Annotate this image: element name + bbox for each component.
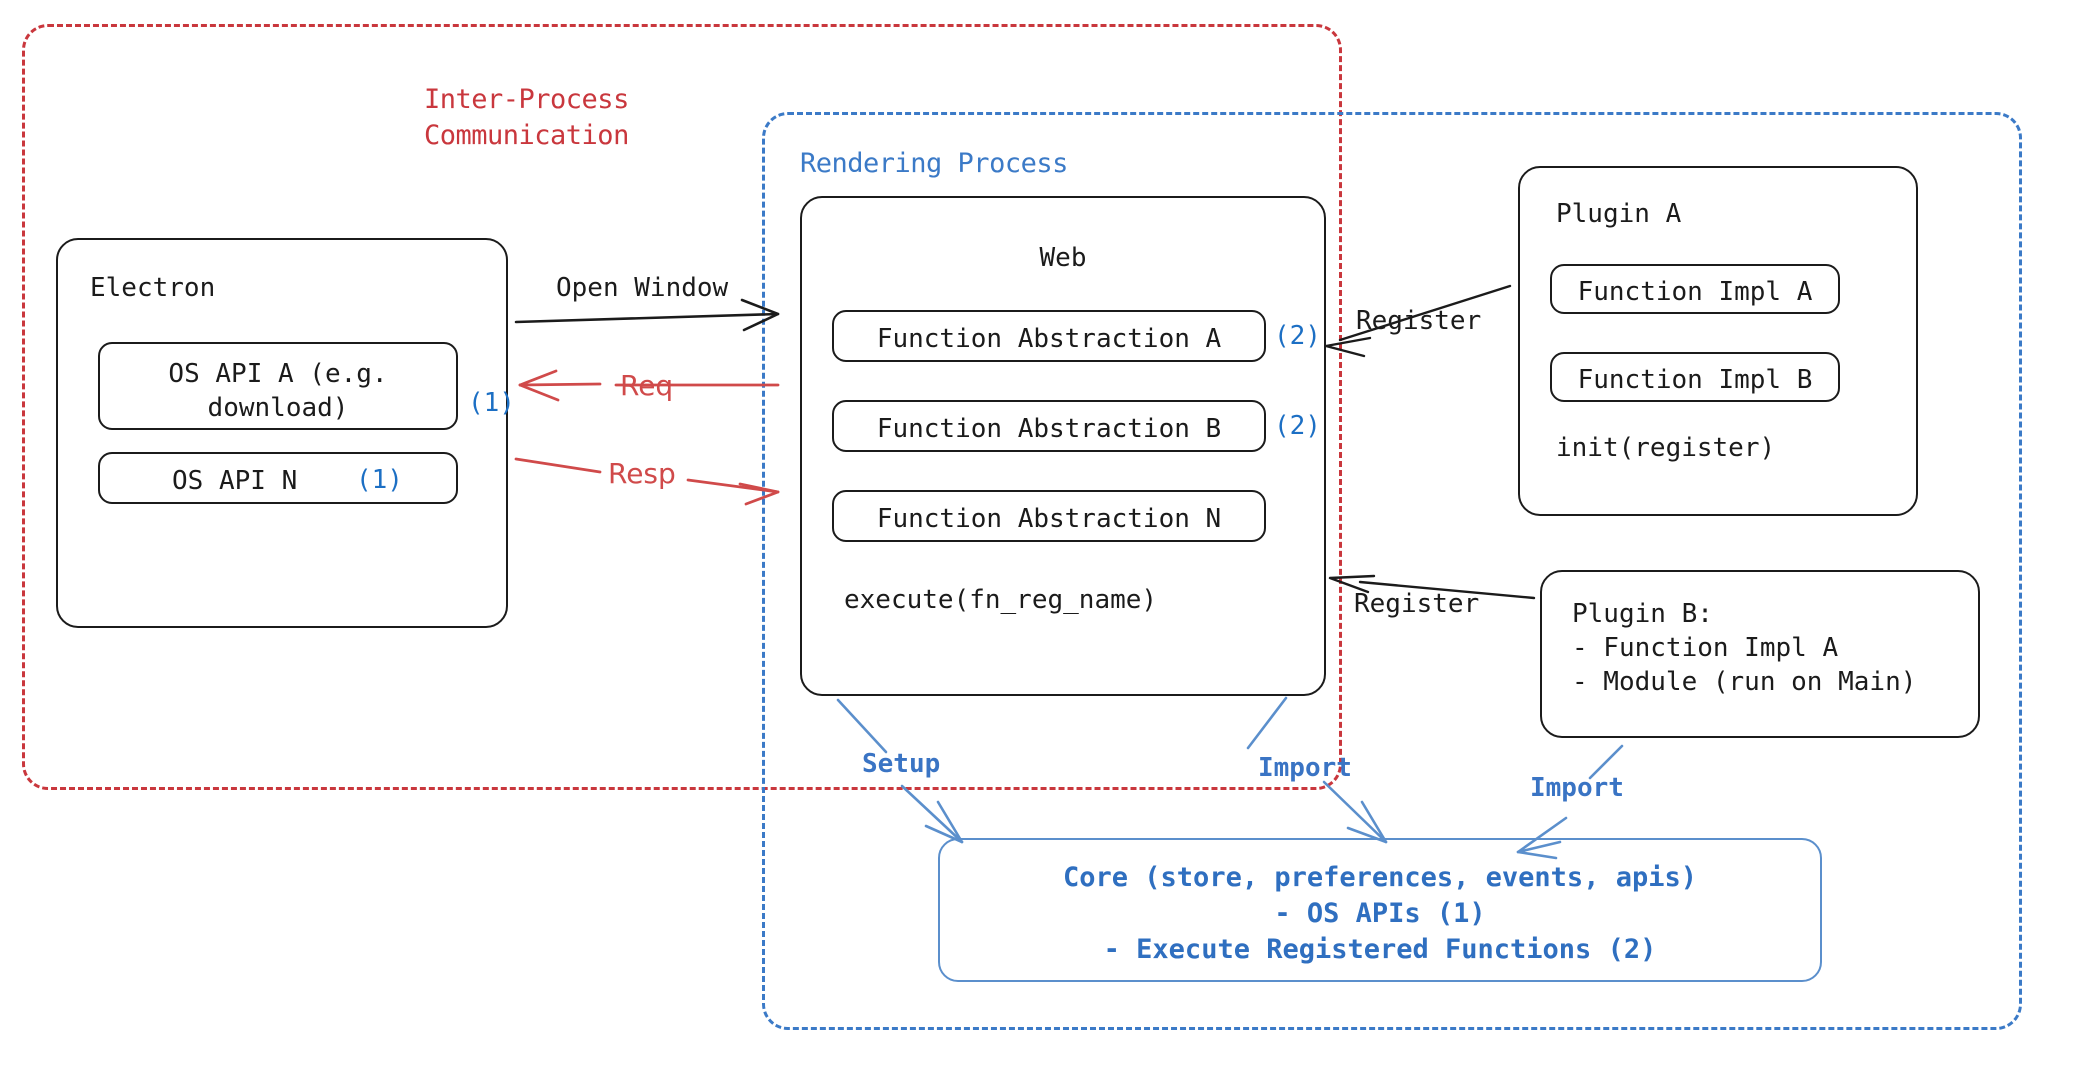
function-abstraction-b-box[interactable]: Function Abstraction B (832, 400, 1266, 452)
plugin-a-function-impl-b-box[interactable]: Function Impl B (1550, 352, 1840, 402)
region-ipc-label: Inter-Process Communication (424, 84, 629, 152)
region-rendering-process (762, 112, 2022, 1030)
edge-label-register-plugin-b: Register (1354, 589, 1480, 619)
function-abstraction-a-label: Function Abstraction A (876, 324, 1222, 354)
function-abstraction-n-label: Function Abstraction N (876, 504, 1222, 534)
edge-label-import-web: Import (1258, 753, 1352, 783)
edge-label-register-plugin-a: Register (1356, 306, 1482, 336)
os-api-n-marker: (1) (356, 465, 403, 495)
plugin-a-init-label: init(register) (1556, 433, 1776, 463)
plugin-a-box[interactable]: Plugin A Function Impl A Function Impl B… (1518, 166, 1918, 516)
plugin-a-title: Plugin A (1556, 199, 1682, 229)
plugin-a-function-impl-a-box[interactable]: Function Impl A (1550, 264, 1840, 314)
core-line-2: - OS APIs (1) (1274, 898, 1486, 929)
os-api-a-box[interactable]: OS API A (e.g. download) (98, 342, 458, 430)
edge-label-req: Req (620, 369, 674, 402)
edge-label-import-plugin-b: Import (1530, 773, 1624, 803)
plugin-a-function-impl-b-label: Function Impl B (1577, 365, 1813, 395)
plugin-a-function-impl-a-label: Function Impl A (1577, 277, 1813, 307)
web-box[interactable]: Web Function Abstraction A (2) Function … (800, 196, 1326, 696)
region-rendering-process-label: Rendering Process (800, 148, 1068, 179)
core-line-3: - Execute Registered Functions (2) (1103, 934, 1657, 965)
function-abstraction-b-label: Function Abstraction B (876, 414, 1222, 444)
function-abstraction-n-box[interactable]: Function Abstraction N (832, 490, 1266, 542)
function-abstraction-a-box[interactable]: Function Abstraction A (832, 310, 1266, 362)
os-api-n-box[interactable]: OS API N (1) (98, 452, 458, 504)
os-api-a-marker: (1) (468, 388, 515, 418)
core-line-1: Core (store, preferences, events, apis) (1063, 862, 1697, 893)
os-api-n-label: OS API N (172, 466, 298, 496)
plugin-b-lines: Plugin B: - Function Impl A - Module (ru… (1572, 599, 1917, 697)
electron-title: Electron (90, 273, 216, 303)
edge-label-open-window: Open Window (556, 273, 729, 303)
region-inter-process-communication (22, 24, 1342, 790)
web-title: Web (1039, 243, 1087, 273)
function-abstraction-a-marker: (2) (1274, 321, 1321, 351)
edge-label-resp: Resp (608, 457, 676, 490)
function-abstraction-b-marker: (2) (1274, 411, 1321, 441)
plugin-b-box[interactable]: Plugin B: - Function Impl A - Module (ru… (1540, 570, 1980, 738)
os-api-a-label: OS API A (e.g. download) (168, 359, 388, 423)
edge-label-setup: Setup (862, 749, 941, 779)
web-execute-label: execute(fn_reg_name) (844, 585, 1158, 615)
core-box[interactable]: Core (store, preferences, events, apis) … (938, 838, 1822, 982)
electron-box[interactable]: Electron OS API A (e.g. download) (1) OS… (56, 238, 515, 628)
